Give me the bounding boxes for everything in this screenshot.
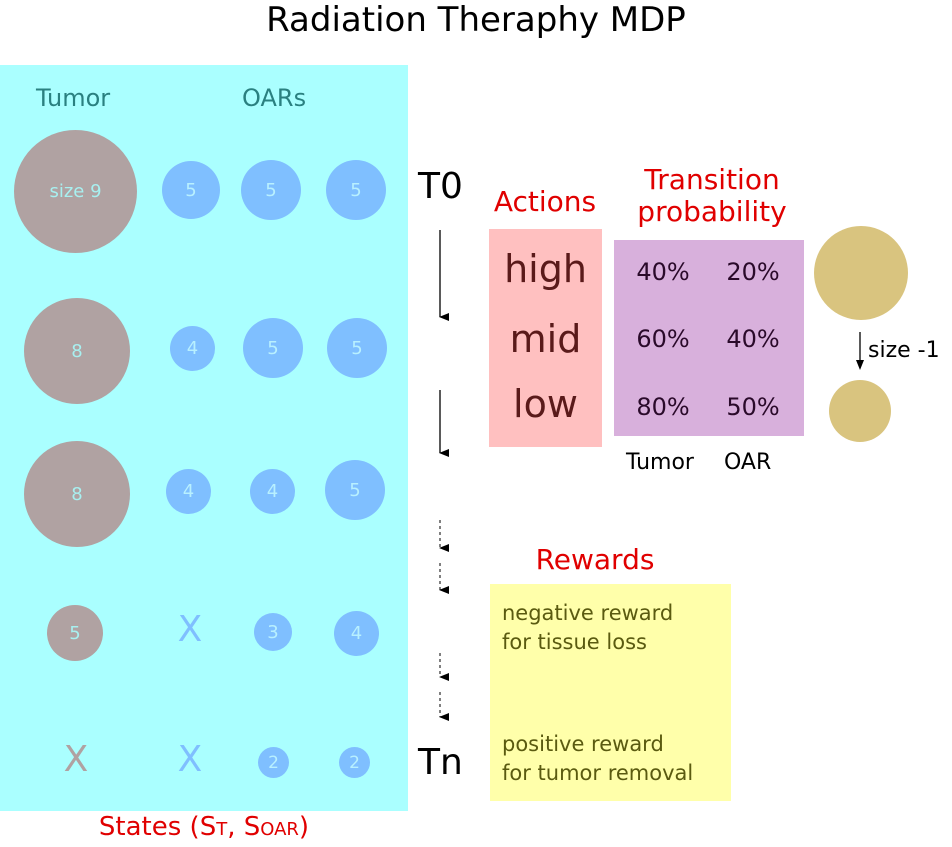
oar-state-circle: 4 — [334, 611, 379, 656]
transition-probability-box: 40% 20% 60% 40% 80% 50% — [614, 240, 804, 436]
tumor-probability: 80% — [636, 393, 690, 421]
oar-column-label: OAR — [724, 450, 772, 475]
oars-header: OARs — [242, 84, 307, 112]
oar-state-circle: 2 — [258, 747, 289, 778]
tumor-state-circle: 8 — [24, 298, 130, 404]
oar-state-circle: 4 — [166, 469, 211, 514]
tumor-header: Tumor — [36, 84, 111, 112]
rewards-box: negative reward for tissue loss positive… — [490, 584, 731, 801]
tumor-removed-mark: X — [63, 739, 89, 780]
transition-title: Transition probability — [637, 163, 787, 228]
oar-state-circle: 4 — [250, 469, 295, 514]
size-before-circle — [814, 226, 908, 320]
tumor-probability: 40% — [636, 258, 690, 286]
action-high: high — [504, 247, 587, 291]
size-change-arrow — [856, 332, 864, 370]
oar-probability: 50% — [726, 393, 780, 421]
states-label: States (ST, SOAR) — [98, 812, 310, 842]
tumor-state-circle: 5 — [47, 605, 103, 661]
action-mid: mid — [509, 317, 582, 361]
tumor-state-circle: 8 — [24, 441, 130, 547]
oar-state-circle: 5 — [326, 160, 386, 220]
oar-state-circle: 3 — [254, 613, 292, 651]
negative-reward-text: negative reward for tissue loss — [502, 601, 674, 654]
oar-state-circle: 2 — [339, 747, 370, 778]
rewards-title: Rewards — [535, 543, 655, 576]
time-end-label: Tn — [418, 742, 463, 783]
time-arrows — [439, 230, 449, 721]
oar-probability: 20% — [726, 258, 780, 286]
time-start-label: T0 — [418, 166, 463, 207]
tumor-column-label: Tumor — [626, 450, 694, 475]
oar-state-circle: 5 — [162, 161, 220, 219]
positive-reward-text: positive reward for tumor removal — [502, 732, 694, 785]
size-after-circle — [829, 380, 891, 442]
oar-state-circle: 5 — [241, 160, 301, 220]
actions-title: Actions — [493, 185, 597, 218]
oar-probability: 40% — [726, 325, 780, 353]
actions-box: high mid low — [489, 229, 602, 447]
tumor-state-circle: size 9 — [14, 130, 137, 253]
oar-removed-mark: X — [177, 609, 203, 650]
tumor-probability: 60% — [636, 325, 690, 353]
oar-state-circle: 5 — [243, 318, 303, 378]
diagram-title: Radiation Theraphy MDP — [266, 0, 686, 40]
oar-state-circle: 4 — [170, 326, 215, 371]
oar-state-circle: 5 — [325, 460, 385, 520]
oar-removed-mark: X — [177, 739, 203, 780]
oar-state-circle: 5 — [327, 318, 387, 378]
size-change-label: size -1 — [868, 338, 940, 363]
action-low: low — [513, 382, 578, 426]
